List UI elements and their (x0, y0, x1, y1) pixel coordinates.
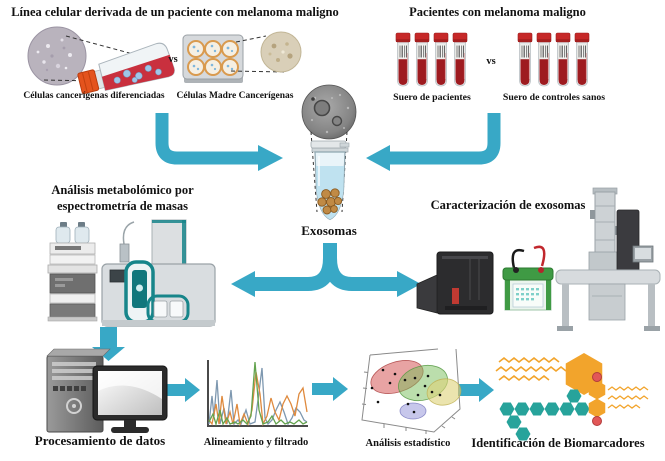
vs-label-cellline: vs (168, 54, 178, 65)
metabolomics-title-line1: Análisis metabolómico por (51, 183, 194, 197)
control-serum-label: Suero de controles sanos (502, 92, 606, 103)
biomarker-molecules-icon (495, 353, 649, 441)
nta-instrument-icon (416, 251, 494, 315)
arrow-processing-to-alignment (162, 378, 200, 402)
arrow-statistics-to-biomarkers (458, 378, 494, 402)
chromatogram-icon (207, 360, 308, 427)
arrow-alignment-to-statistics (312, 377, 348, 401)
metabolomics-title-line2: espectrometría de masas (57, 199, 188, 213)
stem-cell-spheroid-icon (260, 31, 302, 73)
alignment-filtering-label: Alineamiento y filtrado (203, 437, 309, 448)
patient-serum-label: Suero de pacientes (393, 92, 471, 103)
biomarker-identification-label: Identificación de Biomarcadores (471, 436, 645, 450)
mass-spectrometer-icon (101, 219, 216, 327)
differentiated-cells-micrograph-icon (27, 26, 87, 86)
control-serum-tubes-icon (517, 32, 590, 87)
culture-flask-icon (77, 42, 175, 95)
characterization-title: Caracterización de exosomas (430, 198, 586, 212)
data-processing-label: Procesamiento de datos (34, 433, 166, 448)
exosome-tube-icon (310, 140, 350, 221)
electron-microscope-icon (555, 187, 661, 331)
exosomes-label: Exosomas (301, 223, 357, 238)
stem-cells-label: Células Madre Cancerígenas (176, 91, 294, 101)
patients-panel-title: Pacientes con melanoma maligno (409, 5, 586, 19)
callout-dashes-spheroid (230, 35, 285, 73)
exosome-micrograph-icon (301, 84, 357, 140)
cellline-panel-title: Línea celular derivada de un paciente co… (11, 5, 339, 19)
six-well-plate-icon (182, 34, 244, 83)
western-blot-icon (502, 245, 554, 311)
arrow-exosomes-split (231, 243, 421, 297)
patient-serum-tubes-icon (395, 32, 468, 87)
hplc-system-icon (47, 222, 98, 322)
differentiated-cells-label: Células cancerígenas diferenciadas (23, 91, 165, 101)
arrow-cellline-to-exosomes (155, 113, 283, 171)
arrow-patients-to-exosomes (366, 113, 501, 171)
desktop-computer-icon (46, 348, 168, 433)
statistical-analysis-label: Análisis estadístico (365, 438, 451, 449)
pca-plot-icon (361, 348, 462, 434)
vs-label-patients: vs (486, 56, 496, 67)
